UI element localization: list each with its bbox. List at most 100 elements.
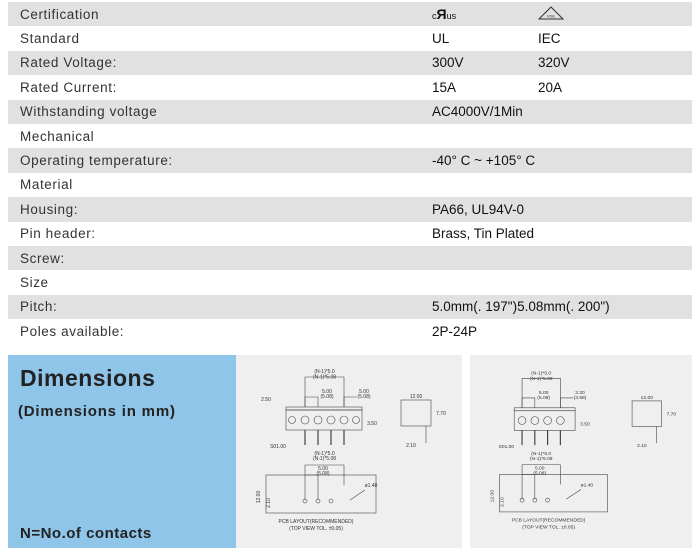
dimension-label: (N-1)*5.0 bbox=[314, 451, 335, 457]
dimension-label: ø1.40 bbox=[365, 483, 378, 489]
spec-label: Pitch: bbox=[20, 299, 58, 315]
vde-certification-logo: VDE bbox=[537, 5, 565, 23]
dimension-label: 5.00 bbox=[539, 390, 549, 396]
dimension-label: 5.00 bbox=[535, 466, 545, 472]
ul-certification-logo: cЯus bbox=[432, 6, 457, 23]
dimension-label: (TOP VIEW TOL. ±0.05) bbox=[289, 526, 343, 532]
flange-hole bbox=[288, 416, 296, 424]
spec-label: Screw: bbox=[20, 250, 65, 266]
spec-value: 2P-24P bbox=[432, 323, 478, 339]
spec-value: -40° C ~ +105° C bbox=[432, 153, 536, 169]
dimension-label: 2.10 bbox=[266, 498, 272, 508]
spec-label: Material bbox=[20, 177, 73, 193]
spec-value: Brass, Tin Plated bbox=[432, 226, 535, 242]
pcb-hole bbox=[519, 497, 525, 503]
screw-terminal bbox=[313, 415, 323, 425]
drawing-line bbox=[304, 376, 345, 407]
drawing-line bbox=[349, 489, 366, 501]
pcb-hole bbox=[545, 497, 550, 503]
dimension-label: 12.00 bbox=[490, 490, 496, 503]
drawing-line bbox=[522, 474, 536, 500]
dimension-drawing: (N-1)*5.0(N-1)*5.085.00(5.08)5.00(5.08)2… bbox=[256, 369, 446, 532]
dimension-label: (N-1)*5.08 bbox=[530, 376, 553, 382]
spec-label: Mechanical bbox=[20, 128, 95, 144]
dimension-label: (N-1)*5.0 bbox=[531, 370, 551, 376]
spec-value: PA66, UL94V-0 bbox=[432, 201, 525, 217]
dimension-label: 2.10 bbox=[406, 443, 416, 449]
spec-row: Mechanical bbox=[8, 124, 692, 148]
drawing-line bbox=[560, 397, 574, 408]
dimension-label: 2.50 bbox=[261, 397, 271, 403]
dimension-label: (5.08) bbox=[357, 394, 370, 400]
spec-row: Size bbox=[8, 270, 692, 294]
dimension-label: (N-1)*5.08 bbox=[313, 456, 336, 462]
dimension-label: (5.08) bbox=[537, 395, 550, 401]
dimension-label: (TOP VIEW TOL. ±0.05) bbox=[522, 525, 575, 531]
spec-label: Housing: bbox=[20, 201, 79, 217]
drawing-line bbox=[304, 396, 319, 407]
pcb-hole bbox=[315, 498, 321, 504]
spec-label: Operating temperature: bbox=[20, 153, 173, 169]
svg-text:VDE: VDE bbox=[547, 13, 556, 18]
flange-hole bbox=[352, 416, 360, 424]
connector-top bbox=[285, 406, 363, 411]
connector-body bbox=[513, 410, 576, 431]
dimension-label: PCB LAYOUT(RECOMMENDED) bbox=[512, 518, 586, 524]
spec-label: Withstanding voltage bbox=[20, 104, 158, 120]
dimension-label: 12.00 bbox=[641, 395, 654, 401]
side-view bbox=[400, 399, 432, 427]
dimensions-subtitle: (Dimensions in mm) bbox=[18, 403, 176, 420]
spec-label: Size bbox=[20, 274, 49, 290]
dimension-label: 5.00 bbox=[359, 389, 369, 395]
spec-value: 300V bbox=[432, 55, 464, 71]
drawing-line bbox=[521, 397, 536, 408]
spec-row: Operating temperature: -40° C ~ +105° C bbox=[8, 148, 692, 173]
dimension-label: S01.00 bbox=[499, 444, 515, 450]
spec-value: 15A bbox=[432, 79, 457, 95]
screw-terminal bbox=[300, 415, 310, 425]
spec-row: Pin header:Brass, Tin Plated bbox=[8, 222, 692, 246]
screw-terminal bbox=[543, 416, 552, 425]
spec-label: Rated Voltage: bbox=[20, 55, 117, 71]
dimension-label: 3.20 bbox=[575, 390, 585, 396]
spec-row: Housing: PA66, UL94V-0 bbox=[8, 197, 692, 222]
contacts-note: N=No.of contacts bbox=[20, 525, 152, 542]
dimension-label: ø1.40 bbox=[581, 482, 594, 488]
dimension-label: (5.08) bbox=[320, 394, 333, 400]
dimension-label: S01.00 bbox=[270, 444, 286, 450]
drawing-line bbox=[521, 378, 561, 408]
drawing-line bbox=[343, 396, 357, 407]
dimension-drawing: (N-1)*5.0(N-1)*5.085.00(5.08)3.20(3.58)3… bbox=[490, 370, 677, 531]
pcb-hole bbox=[532, 497, 538, 503]
spec-row: Poles available:2P-24P bbox=[8, 319, 692, 343]
dimension-label: 12.00 bbox=[256, 491, 262, 504]
pcb-hole bbox=[302, 498, 308, 504]
dimension-label: PCB LAYOUT(RECOMMENDED) bbox=[279, 519, 354, 525]
dimension-label: 2.10 bbox=[637, 443, 647, 449]
pcb-outline bbox=[499, 474, 608, 513]
pcb-outline bbox=[265, 474, 377, 514]
spec-row: Screw: bbox=[8, 245, 692, 271]
dimension-label: 2.10 bbox=[499, 497, 505, 507]
screw-terminal bbox=[556, 416, 565, 425]
dimension-label: 3.50 bbox=[580, 421, 590, 427]
spec-value: 5.0mm(. 197")5.08mm(. 200") bbox=[432, 299, 610, 315]
side-view bbox=[631, 400, 662, 427]
dimensions-panel: Dimensions (Dimensions in mm) N=No.of co… bbox=[8, 355, 236, 548]
drawing-line bbox=[304, 464, 345, 500]
spec-row: Material bbox=[8, 173, 692, 197]
pcb-hole bbox=[328, 498, 334, 504]
screw-terminal bbox=[517, 416, 527, 425]
drawing-line bbox=[305, 474, 319, 500]
spec-row: Pitch: 5.0mm(. 197")5.08mm(. 200") bbox=[8, 294, 692, 320]
spec-value: 20A bbox=[538, 79, 563, 95]
dimension-label: 7.70 bbox=[667, 412, 677, 418]
drawing-line bbox=[566, 489, 582, 500]
dimension-label: (3.58) bbox=[574, 395, 587, 401]
